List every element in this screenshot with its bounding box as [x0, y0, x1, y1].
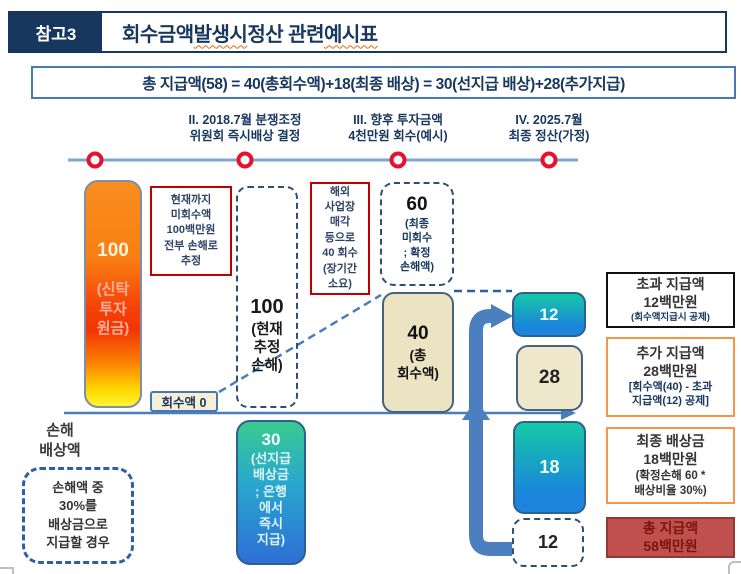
legend-note: (회수액지급시 공제) [631, 312, 710, 324]
legend-excess-payment: 초과 지급액 12백만원 (회수액지급시 공제) [606, 272, 735, 328]
principal-bar-100: 100 (신탁 투자 원금) [84, 180, 142, 408]
timeline-marker-icon [540, 151, 558, 169]
estimated-loss-value: 100 [250, 296, 284, 318]
legend-final-compensation: 최종 배상금 18백만원 (확정손해 60 * 배상비율 30%) [606, 427, 735, 504]
formula-box: 총 지급액(58) = 40(총회수액)+18(최종 배상) = 30(선지급 … [31, 66, 736, 99]
legend-note: [회수액(40) - 초과 지급액(12) 공제] [628, 381, 713, 407]
note-unrecovered-box: 현재까지 미회수액 100백만원 전부 손해로 추정 [150, 186, 232, 276]
title-text-3: 정산 관련 [247, 23, 324, 46]
legend-amount: 28백만원 [643, 362, 698, 379]
note-overseas-box: 해외 사업장 매각 등으로 40 회수 (장기간 소요) [310, 182, 370, 295]
timeline-marker-icon [389, 151, 407, 169]
total-recovery-value: 40 [407, 322, 429, 344]
page-title: 회수금액 발생시 정산 관련 예시표 [102, 13, 725, 51]
cutoff-shape-fragment [0, 567, 14, 574]
excess-payment-box-12: 12 [512, 292, 586, 337]
legend-amount: 58백만원 [643, 537, 698, 554]
legend-title: 추가 지급액 [636, 345, 705, 362]
principal-label: (신탁 투자 원금) [96, 281, 130, 337]
estimated-loss-label: (현재 추정 손해) [251, 322, 283, 375]
timeline-marker-icon [236, 151, 254, 169]
advance-label: (선지급 배상금 ; 은행 에서 즉시 지급) [250, 451, 292, 548]
legend-amount: 12백만원 [643, 293, 698, 310]
legend-title: 총 지급액 [642, 520, 699, 536]
legend-title: 초과 지급액 [636, 276, 705, 293]
legend-additional-payment: 추가 지급액 28백만원 [회수액(40) - 초과 지급액(12) 공제] [606, 337, 735, 417]
cutoff-shape-fragment [728, 561, 741, 574]
advance-compensation-bar-30: 30 (선지급 배상금 ; 은행 에서 즉시 지급) [236, 420, 306, 565]
advance-value: 30 [261, 430, 281, 449]
title-bar: 참고3 회수금액 발생시 정산 관련 예시표 [8, 11, 727, 53]
baseline-cross-arrowhead-icon [462, 399, 490, 420]
timeline-label-2: II. 2018.7월 분쟁조정 위원회 즉시배상 결정 [188, 113, 302, 143]
title-text-2: 발생시 [193, 23, 248, 46]
total-recovery-box-40: 40 (총 회수액) [382, 292, 454, 413]
timeline-label-3: III. 향후 투자금액 4천만원 회수(예시) [348, 113, 448, 143]
final-unrecovered-label: (최종 미회수 ; 확정 손해액) [399, 217, 435, 273]
final-unrecovered-value: 60 [406, 193, 428, 215]
legend-amount: 18백만원 [643, 450, 698, 467]
deducted-box-12: 12 [512, 518, 584, 567]
recovery-zero-tag: 회수액 0 [150, 391, 218, 412]
timeline-marker-icon [86, 151, 104, 169]
legend-total-payment: 총 지급액 58백만원 [606, 517, 735, 558]
settlement-arrowhead-icon [491, 304, 513, 328]
additional-payment-box-28: 28 [516, 345, 583, 411]
settlement-arrow [469, 309, 512, 556]
note-ratio-box: 손해액 중 30%를 배상금으로 지급할 경우 [22, 467, 134, 564]
final-unrecovered-box-60: 60 (최종 미회수 ; 확정 손해액) [380, 182, 454, 286]
title-text-4: 예시표 [323, 23, 378, 46]
final-compensation-box-18: 18 [513, 421, 586, 514]
legend-title: 최종 배상금 [636, 433, 705, 450]
timeline-label-4: IV. 2025.7월 최종 정산(가정) [508, 113, 590, 143]
title-text-1: 회수금액 [122, 23, 194, 46]
reference-tag: 참고3 [10, 13, 102, 51]
principal-value: 100 [97, 240, 129, 261]
axis-label-damages: 손해 배상액 [39, 422, 81, 459]
total-recovery-label: (총 회수액) [397, 347, 439, 381]
legend-note: (확정손해 60 * 배상비율 30%) [634, 470, 707, 497]
estimated-loss-box-100: 100 (현재 추정 손해) [236, 186, 298, 408]
